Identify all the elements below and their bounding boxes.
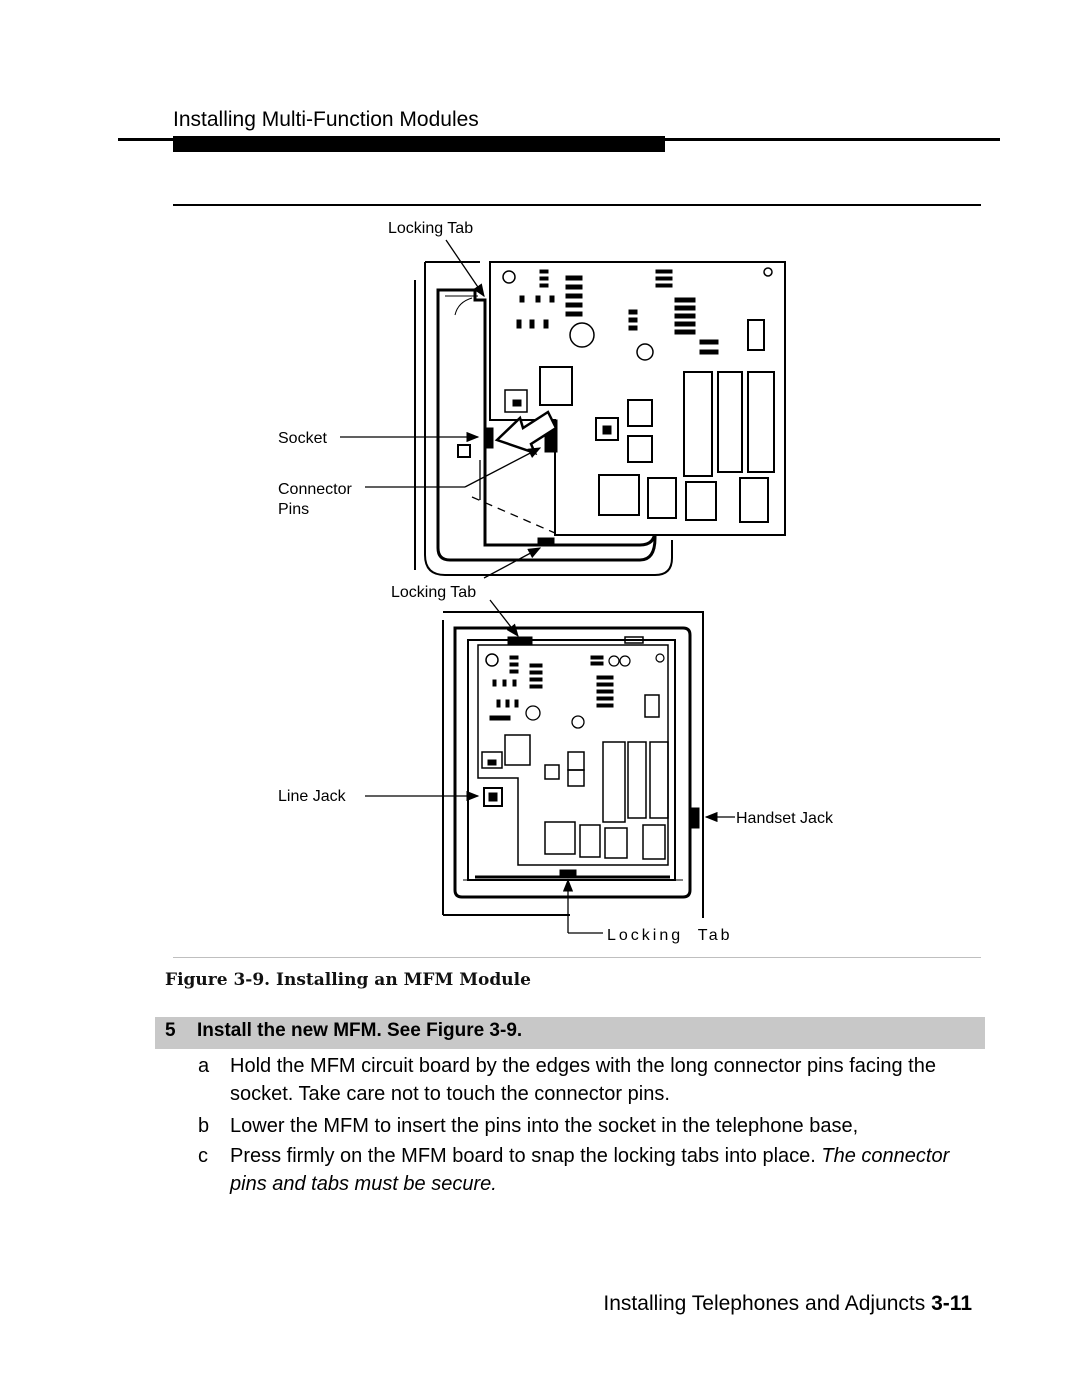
header-bar: [173, 136, 665, 152]
locking-tab-label-top: Locking Tab: [388, 220, 473, 237]
step-number: 5: [165, 1020, 176, 1041]
substep-letter: c: [198, 1145, 208, 1167]
bottom-leaders: [365, 599, 735, 934]
mfm-installation-diagram: Locking Tab Socket Connector Pins Lockin…: [278, 220, 834, 944]
substep-c: c Press firmly on the MFM board to snap …: [198, 1142, 978, 1202]
substep-letter: a: [198, 1055, 210, 1077]
substep-note: The connector pins and tabs must be secu…: [230, 1145, 950, 1195]
locking-tab-label-middle: Locking Tab: [391, 584, 476, 601]
top-dashed-guides: [471, 460, 556, 534]
socket-label: Socket: [278, 430, 327, 447]
top-leaders: [340, 239, 542, 579]
bottom-telephone-base: [442, 611, 704, 918]
figure-caption: Figure 3-9. Installing an MFM Module: [165, 970, 531, 990]
step-heading-bar: [155, 1017, 985, 1049]
figure-top-rule: [173, 204, 981, 206]
step-heading: Install the new MFM. See Figure 3-9.: [197, 1020, 523, 1041]
bottom-board-components: [481, 636, 700, 877]
connector-pins-label-line1: Connector: [278, 481, 352, 498]
substep-text: Press firmly on the MFM board to snap th…: [230, 1145, 816, 1167]
bottom-mfm-board: [477, 644, 669, 866]
substep-a: a Hold the MFM circuit board by the edge…: [198, 1052, 978, 1112]
substep-text: Hold the MFM circuit board by the edges …: [230, 1055, 936, 1105]
handset-jack-label: Handset Jack: [736, 810, 834, 827]
substep-text-wrap: Press firmly on the MFM board to snap th…: [230, 1142, 950, 1198]
line-jack-label: Line Jack: [278, 788, 347, 805]
running-header: Installing Multi-Function Modules: [173, 108, 479, 131]
figure-bottom-rule: [173, 957, 981, 958]
substep-text: Lower the MFM to insert the pins into th…: [230, 1115, 859, 1137]
page-number: 3-11: [931, 1292, 972, 1315]
footer-section-title: Installing Telephones and Adjuncts: [603, 1292, 926, 1315]
locking-tab-label-bottom: Locking Tab: [607, 927, 733, 944]
connector-pins-label-line2: Pins: [278, 501, 309, 518]
substep-letter: b: [198, 1115, 210, 1137]
substep-b: b Lower the MFM to insert the pins into …: [198, 1112, 978, 1142]
top-telephone-base: [414, 261, 673, 576]
page-footer: Installing Telephones and Adjuncts 3-11: [603, 1292, 972, 1316]
